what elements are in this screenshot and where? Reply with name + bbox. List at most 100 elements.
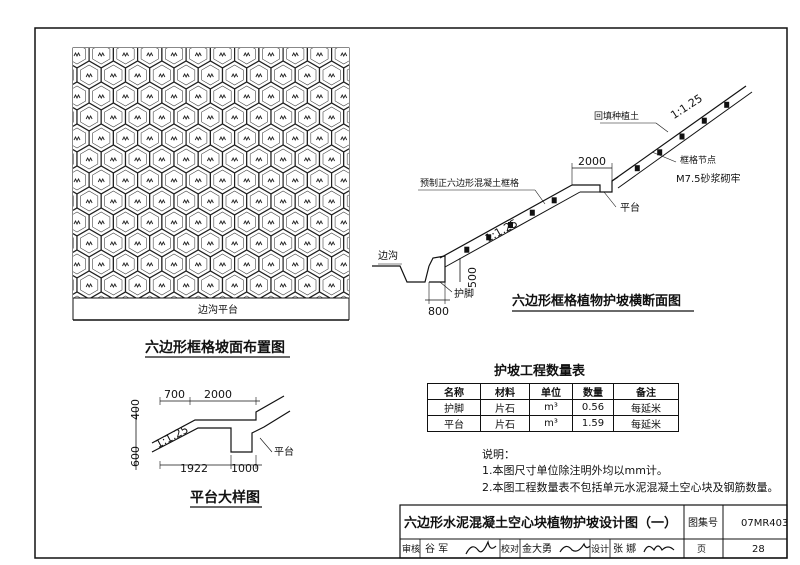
hexagon-cell-inner [128, 274, 147, 296]
plant-icon [85, 282, 93, 289]
hexagon-cell-inner [140, 127, 159, 149]
checker-signature [559, 542, 591, 553]
plant-icon [291, 219, 299, 226]
plant-icon [255, 198, 263, 205]
hexagon-cell-inner [128, 190, 147, 212]
frame-node [486, 234, 492, 241]
plant-icon [73, 177, 81, 184]
plant-icon [206, 156, 214, 163]
plant-icon [146, 261, 154, 268]
hexagon-layout-view: 边沟平台 六边形框格坡面布置图 [41, 44, 388, 358]
plant-icon [377, 242, 383, 245]
hexagon-cell [356, 250, 380, 278]
quantity-table-title: 护坡工程数量表 [494, 363, 586, 379]
header-name: 名称 [427, 383, 481, 400]
plant-icon [170, 177, 178, 184]
platform-bottom-label: 边沟平台 [198, 303, 238, 316]
detail-dim-1922: 1922 [180, 462, 208, 475]
title-block: 六边形水泥混凝土空心块植物护坡设计图（一） 图集号 07MR403 审核 谷 军… [399, 504, 788, 559]
plant-icon [62, 74, 68, 77]
cell-remark: 每延米 [613, 399, 679, 416]
ditch-label: 边沟 [378, 249, 398, 262]
atlas-no: 07MR403 [741, 518, 788, 529]
hexagon-cell-inner [334, 127, 349, 149]
hexagon-cell-inner [116, 85, 135, 107]
dim-2000-text: 2000 [578, 155, 606, 168]
hexagon-cell [186, 291, 210, 298]
plant-icon [194, 93, 202, 100]
hexagon-cell-inner [237, 211, 256, 233]
frame-node-label: 框格节点 [680, 154, 716, 166]
mortar-label: M7.5砂浆砌牢 [676, 172, 741, 185]
plant-icon [328, 156, 336, 163]
hexagon-cell-inner [225, 106, 244, 128]
detail-dim-400: 400 [129, 399, 142, 420]
hexagon-cell-inner [177, 148, 196, 170]
plant-icon [231, 282, 239, 289]
hexagon-cell [283, 291, 307, 298]
plant-icon [170, 219, 178, 226]
hexagon-cell [356, 166, 380, 194]
hexagon-cell [41, 166, 65, 194]
frame-node [634, 165, 640, 172]
hexagon-cell-inner [291, 295, 300, 298]
hexagon-cell-inner [80, 232, 99, 254]
hexagon-cell [210, 291, 235, 298]
detail-dim-1000: 1000 [231, 462, 259, 475]
plant-icon [340, 51, 348, 58]
plant-icon [316, 305, 322, 308]
hexagon-cell-inner [261, 253, 280, 275]
upper-slope-outer [611, 85, 747, 182]
plant-icon [328, 114, 336, 121]
cell-name: 平台 [427, 415, 481, 432]
dim-800-text: 800 [428, 305, 449, 318]
plant-icon [328, 198, 336, 205]
hexagon-cell-inner [310, 253, 329, 275]
title-block-frame [399, 504, 788, 559]
platform-leader [603, 191, 617, 208]
header-material: 材料 [480, 383, 530, 400]
detail-dim-2000: 2000 [204, 388, 232, 401]
plant-icon [50, 221, 56, 224]
table-row: 平台 片石 m³ 1.59 每延米 [427, 415, 679, 432]
hexagon-cell [41, 250, 65, 278]
hexagon-cell-inner [310, 127, 329, 149]
plant-icon [194, 219, 202, 226]
dim-500-text: 500 [466, 267, 479, 288]
plant-icon [206, 198, 214, 205]
hexagon-cell-inner [346, 278, 349, 292]
checker-name: 金大勇 [522, 542, 552, 555]
hexagon-cell-inner [189, 253, 208, 275]
plant-icon [109, 198, 117, 205]
hexagon-cell-inner [334, 169, 349, 191]
plant-icon [122, 219, 129, 226]
plant-icon [85, 156, 93, 163]
plant-icon [292, 305, 298, 308]
detail-slope-inner [151, 410, 291, 453]
hexagon-cell-inner [116, 48, 135, 65]
hexagon-cell-inner [225, 190, 244, 212]
hexagon-cell-inner [152, 274, 171, 296]
hexagon-cell-inner [298, 64, 317, 86]
hexagon-cell-inner [213, 85, 232, 107]
hexagon-cell-inner [371, 107, 388, 127]
plant-icon [231, 240, 239, 247]
plant-icon [62, 284, 68, 287]
plant-icon [255, 282, 263, 289]
plant-icon [85, 198, 93, 205]
plant-icon [231, 72, 239, 79]
plant-icon [50, 53, 56, 56]
frame-node [551, 197, 557, 204]
frame-node-leader [651, 151, 677, 163]
hexagon-cell-inner [286, 169, 305, 191]
drawing-title: 六边形水泥混凝土空心块植物护坡设计图（一） [404, 515, 677, 531]
page-label: 页 [697, 544, 706, 555]
frame-node [464, 246, 470, 253]
hexagon-cell-inner [249, 148, 268, 170]
hexagon-cell-inner [44, 44, 61, 64]
hexagon-cell-inner [128, 64, 147, 86]
plant-icon [365, 53, 371, 56]
plant-icon [206, 282, 214, 289]
plant-icon [85, 72, 93, 79]
plant-icon [146, 135, 154, 142]
